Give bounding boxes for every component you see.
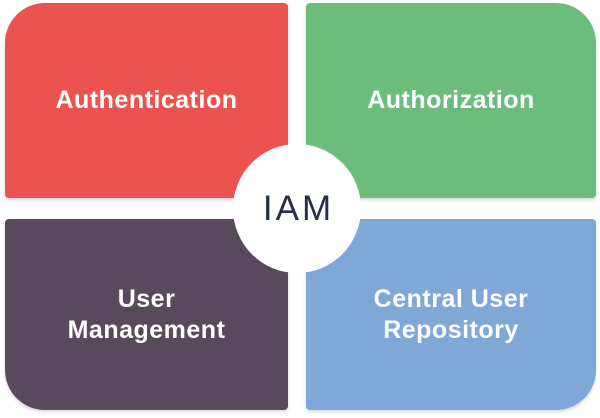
iam-center-label: IAM [262, 189, 335, 228]
quadrant-authorization-label: Authorization [367, 86, 535, 115]
quadrant-central-user-repository: Central User Repository [306, 219, 596, 410]
quadrant-authentication-label: Authentication [55, 86, 238, 115]
quadrant-authentication: Authentication [5, 3, 288, 198]
quadrant-authorization: Authorization [306, 3, 596, 198]
quadrant-user-management: User Management [5, 219, 288, 410]
quadrant-user-management-label: User Management [67, 285, 226, 344]
quadrant-central-user-repository-label: Central User Repository [373, 285, 529, 344]
iam-center-circle: IAM [233, 144, 361, 273]
